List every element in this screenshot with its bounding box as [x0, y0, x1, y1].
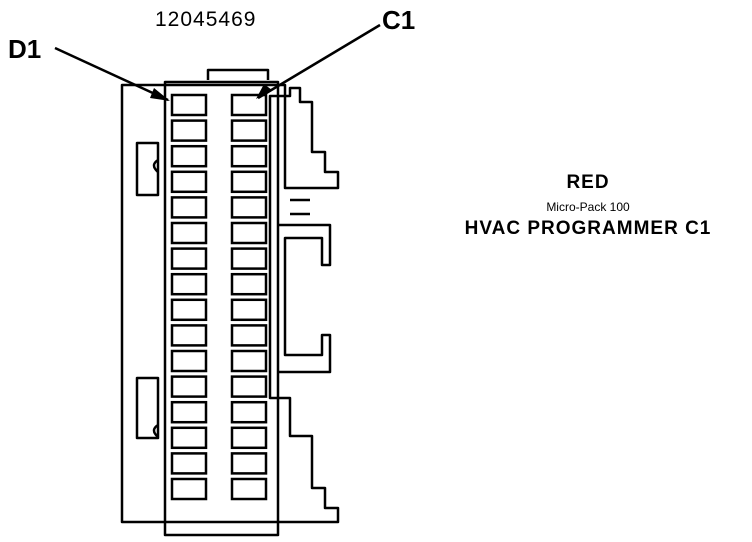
terminal-cavity — [230, 375, 268, 398]
terminal-cavity — [230, 477, 268, 501]
connector-housing-outline — [120, 83, 340, 524]
terminal-cavity — [170, 298, 208, 322]
lock-window-lower-notch — [152, 423, 159, 438]
terminal-cavity — [170, 375, 208, 398]
terminal-cavity — [170, 93, 208, 117]
connector-info: RED Micro-Pack 100 HVAC PROGRAMMER C1 — [438, 172, 738, 240]
lock-window-lower — [135, 376, 160, 440]
latch-arm-detail — [290, 198, 310, 216]
terminal-cavity — [230, 400, 268, 424]
terminal-cavity — [230, 324, 268, 347]
pin-label-d1: D1 — [8, 34, 42, 64]
lock-window-upper-notch — [152, 158, 159, 173]
pin-label-c1: C1 — [382, 5, 416, 35]
latch-arm — [278, 223, 332, 374]
leader-line-d1 — [54, 46, 169, 102]
terminal-cavity — [230, 170, 268, 194]
terminal-cavity — [230, 93, 268, 117]
terminal-cavity — [170, 452, 208, 475]
terminal-cavity — [170, 144, 208, 168]
terminal-cavities — [170, 93, 268, 501]
connector-name: HVAC PROGRAMMER C1 — [464, 218, 712, 239]
connector-inner-body — [163, 80, 280, 537]
terminal-cavity — [230, 298, 268, 322]
terminal-cavity — [170, 272, 208, 296]
terminal-cavity — [230, 119, 268, 142]
terminal-cavity — [170, 247, 208, 270]
terminal-cavity — [230, 272, 268, 296]
leader-line-c1 — [257, 23, 381, 100]
terminal-cavity — [230, 452, 268, 475]
terminal-cavity — [170, 400, 208, 424]
terminal-cavity — [230, 221, 268, 245]
terminal-cavity — [170, 170, 208, 194]
terminal-cavity — [230, 426, 268, 450]
arrowhead-d1 — [150, 88, 170, 101]
connector-top-tab — [206, 68, 270, 80]
terminal-cavity — [170, 349, 208, 373]
terminal-cavity — [230, 349, 268, 373]
lock-window-upper — [135, 141, 160, 197]
terminal-cavity — [170, 119, 208, 142]
terminal-cavity — [230, 144, 268, 168]
terminal-cavity — [170, 426, 208, 450]
terminal-cavity — [230, 247, 268, 270]
part-number: 12045469 — [155, 8, 257, 31]
terminal-cavity — [230, 196, 268, 219]
terminal-cavity — [170, 196, 208, 219]
terminal-cavity — [170, 221, 208, 245]
terminal-cavity — [170, 324, 208, 347]
connector-family: Micro-Pack 100 — [546, 200, 630, 214]
connector-color: RED — [566, 172, 610, 193]
terminal-cavity — [170, 477, 208, 501]
